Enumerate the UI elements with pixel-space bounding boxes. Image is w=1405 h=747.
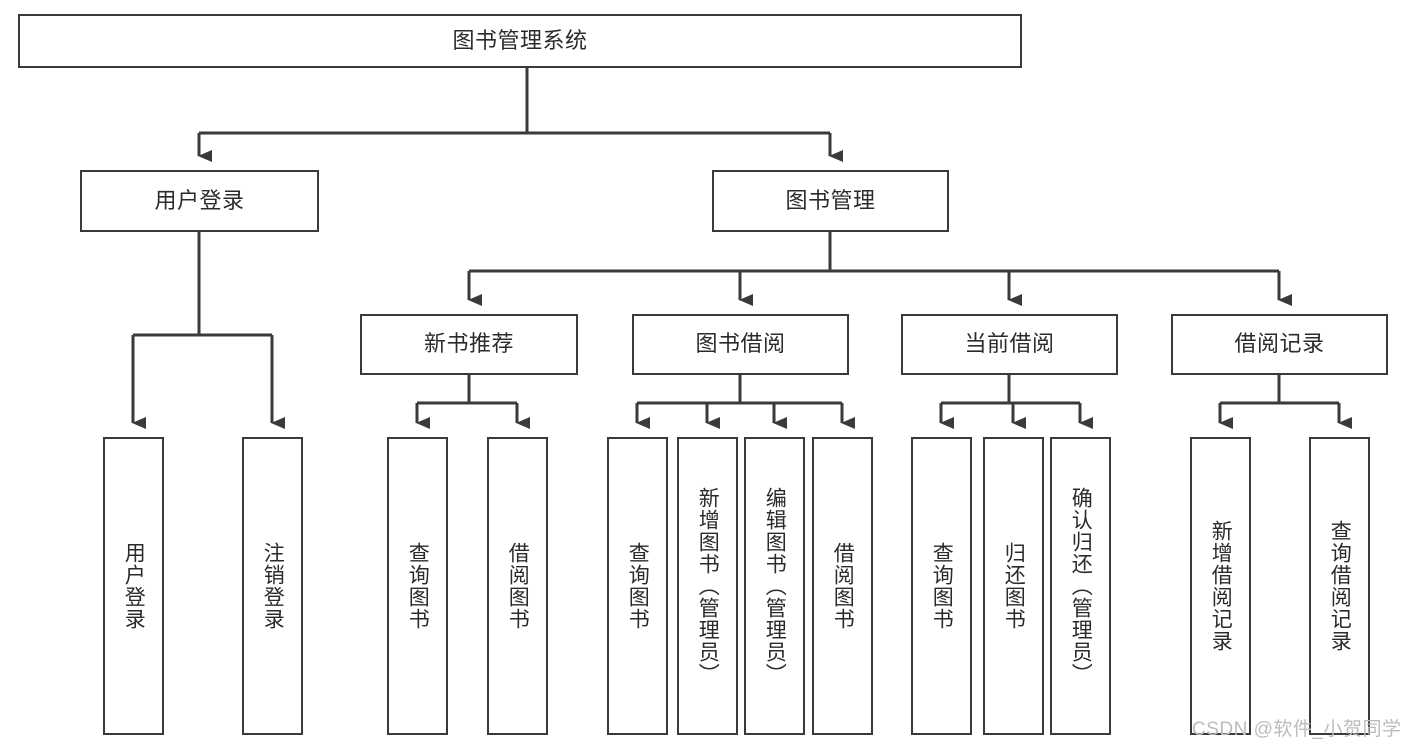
leaf-add-borrow-record-label: 新增借阅记录 xyxy=(1209,520,1233,652)
leaf-query-borrow-record-label: 查询借阅记录 xyxy=(1328,520,1352,652)
node-user-login[interactable]: 用户登录 xyxy=(80,170,319,232)
leaf-confirm-return-admin-label: 确认归还（管理员） xyxy=(1069,487,1093,685)
node-book-management-label: 图书管理 xyxy=(785,187,876,213)
leaf-borrow-book-1[interactable]: 借阅图书 xyxy=(487,437,548,735)
leaf-edit-book-admin[interactable]: 编辑图书（管理员） xyxy=(744,437,805,735)
leaf-return-book-label: 归还图书 xyxy=(1002,542,1026,630)
leaf-query-book-1[interactable]: 查询图书 xyxy=(387,437,448,735)
node-book-borrow[interactable]: 图书借阅 xyxy=(632,314,849,375)
node-borrow-record[interactable]: 借阅记录 xyxy=(1171,314,1388,375)
node-borrow-record-label: 借阅记录 xyxy=(1234,331,1325,357)
leaf-borrow-book-1-label: 借阅图书 xyxy=(506,542,530,630)
leaf-add-book-admin[interactable]: 新增图书（管理员） xyxy=(677,437,738,735)
leaf-logout-login-label: 注销登录 xyxy=(261,542,285,630)
node-root-label: 图书管理系统 xyxy=(452,27,588,53)
leaf-borrow-book-2[interactable]: 借阅图书 xyxy=(812,437,873,735)
csdn-watermark: CSDN @软件_小贺同学 xyxy=(1192,719,1402,740)
node-user-login-label: 用户登录 xyxy=(154,187,245,213)
leaf-query-book-2-label: 查询图书 xyxy=(626,542,650,630)
leaf-user-login-label: 用户登录 xyxy=(122,542,146,630)
leaf-confirm-return-admin[interactable]: 确认归还（管理员） xyxy=(1050,437,1111,735)
node-new-book-recommend-label: 新书推荐 xyxy=(423,331,514,357)
leaf-edit-book-admin-label: 编辑图书（管理员） xyxy=(763,487,787,685)
leaf-add-borrow-record[interactable]: 新增借阅记录 xyxy=(1190,437,1251,735)
leaf-add-book-admin-label: 新增图书（管理员） xyxy=(696,487,720,685)
leaf-query-book-2[interactable]: 查询图书 xyxy=(607,437,668,735)
node-current-borrow[interactable]: 当前借阅 xyxy=(901,314,1118,375)
node-new-book-recommend[interactable]: 新书推荐 xyxy=(360,314,578,375)
leaf-logout-login[interactable]: 注销登录 xyxy=(242,437,303,735)
leaf-query-borrow-record[interactable]: 查询借阅记录 xyxy=(1309,437,1370,735)
node-current-borrow-label: 当前借阅 xyxy=(964,331,1055,357)
node-book-management[interactable]: 图书管理 xyxy=(712,170,949,232)
node-book-borrow-label: 图书借阅 xyxy=(695,331,786,357)
leaf-query-book-3-label: 查询图书 xyxy=(930,542,954,630)
leaf-return-book[interactable]: 归还图书 xyxy=(983,437,1044,735)
leaf-query-book-3[interactable]: 查询图书 xyxy=(911,437,972,735)
leaf-query-book-1-label: 查询图书 xyxy=(406,542,430,630)
node-root-system[interactable]: 图书管理系统 xyxy=(18,14,1022,68)
leaf-borrow-book-2-label: 借阅图书 xyxy=(831,542,855,630)
leaf-user-login[interactable]: 用户登录 xyxy=(103,437,164,735)
